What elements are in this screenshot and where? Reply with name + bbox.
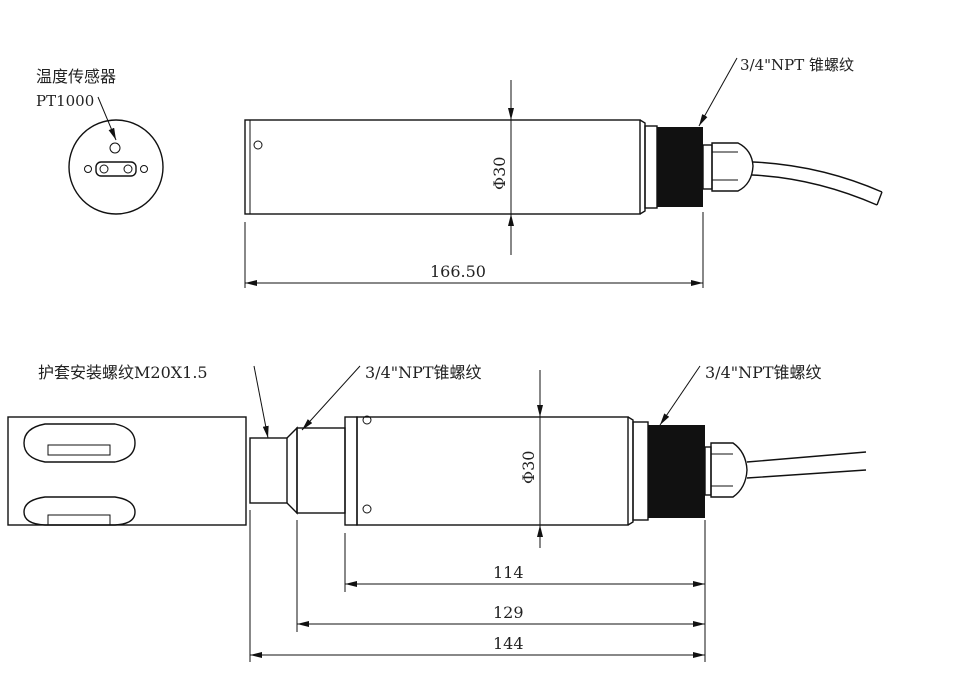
- top-side-view: 3/4"NPT 锥螺纹 Φ30 166.50: [244, 56, 883, 288]
- probe-body: [244, 119, 641, 215]
- cable: [746, 451, 867, 479]
- probe-body: [356, 416, 629, 526]
- npt-thread-label-left: 3/4"NPT锥螺纹: [365, 363, 482, 382]
- cable-gland: [710, 442, 748, 498]
- diameter-label: Φ30: [490, 157, 509, 190]
- npt-thread-label: 3/4"NPT 锥螺纹: [740, 56, 854, 74]
- sheath-slot: [23, 423, 136, 463]
- sheath-thread-label: 护套安装螺纹M20X1.5: [38, 363, 208, 382]
- protective-sheath: [7, 416, 247, 526]
- sensor-leader: [97, 96, 117, 141]
- dim-114: 114: [493, 563, 524, 582]
- end-view: 温度传感器 PT1000: [36, 67, 164, 215]
- sensor-model-label: PT1000: [36, 92, 94, 110]
- npt-thread-label-right: 3/4"NPT锥螺纹: [705, 363, 822, 382]
- dim-144: 144: [493, 634, 524, 653]
- npt-thread: [657, 127, 703, 207]
- bottom-side-view: 护套安装螺纹M20X1.5 3/4"NPT锥螺纹 3/4"NPT锥螺纹 Φ30 …: [7, 363, 867, 662]
- sensor-label: 温度传感器: [36, 67, 116, 86]
- cable-gland: [711, 142, 754, 192]
- diameter-label: Φ30: [519, 451, 538, 484]
- sheath-slot: [23, 496, 136, 526]
- end-circle: [68, 119, 164, 215]
- cable: [751, 161, 883, 206]
- length-label: 166.50: [430, 262, 486, 281]
- npt-thread: [648, 425, 705, 518]
- m20-thread: [249, 437, 288, 504]
- dim-129: 129: [493, 603, 524, 622]
